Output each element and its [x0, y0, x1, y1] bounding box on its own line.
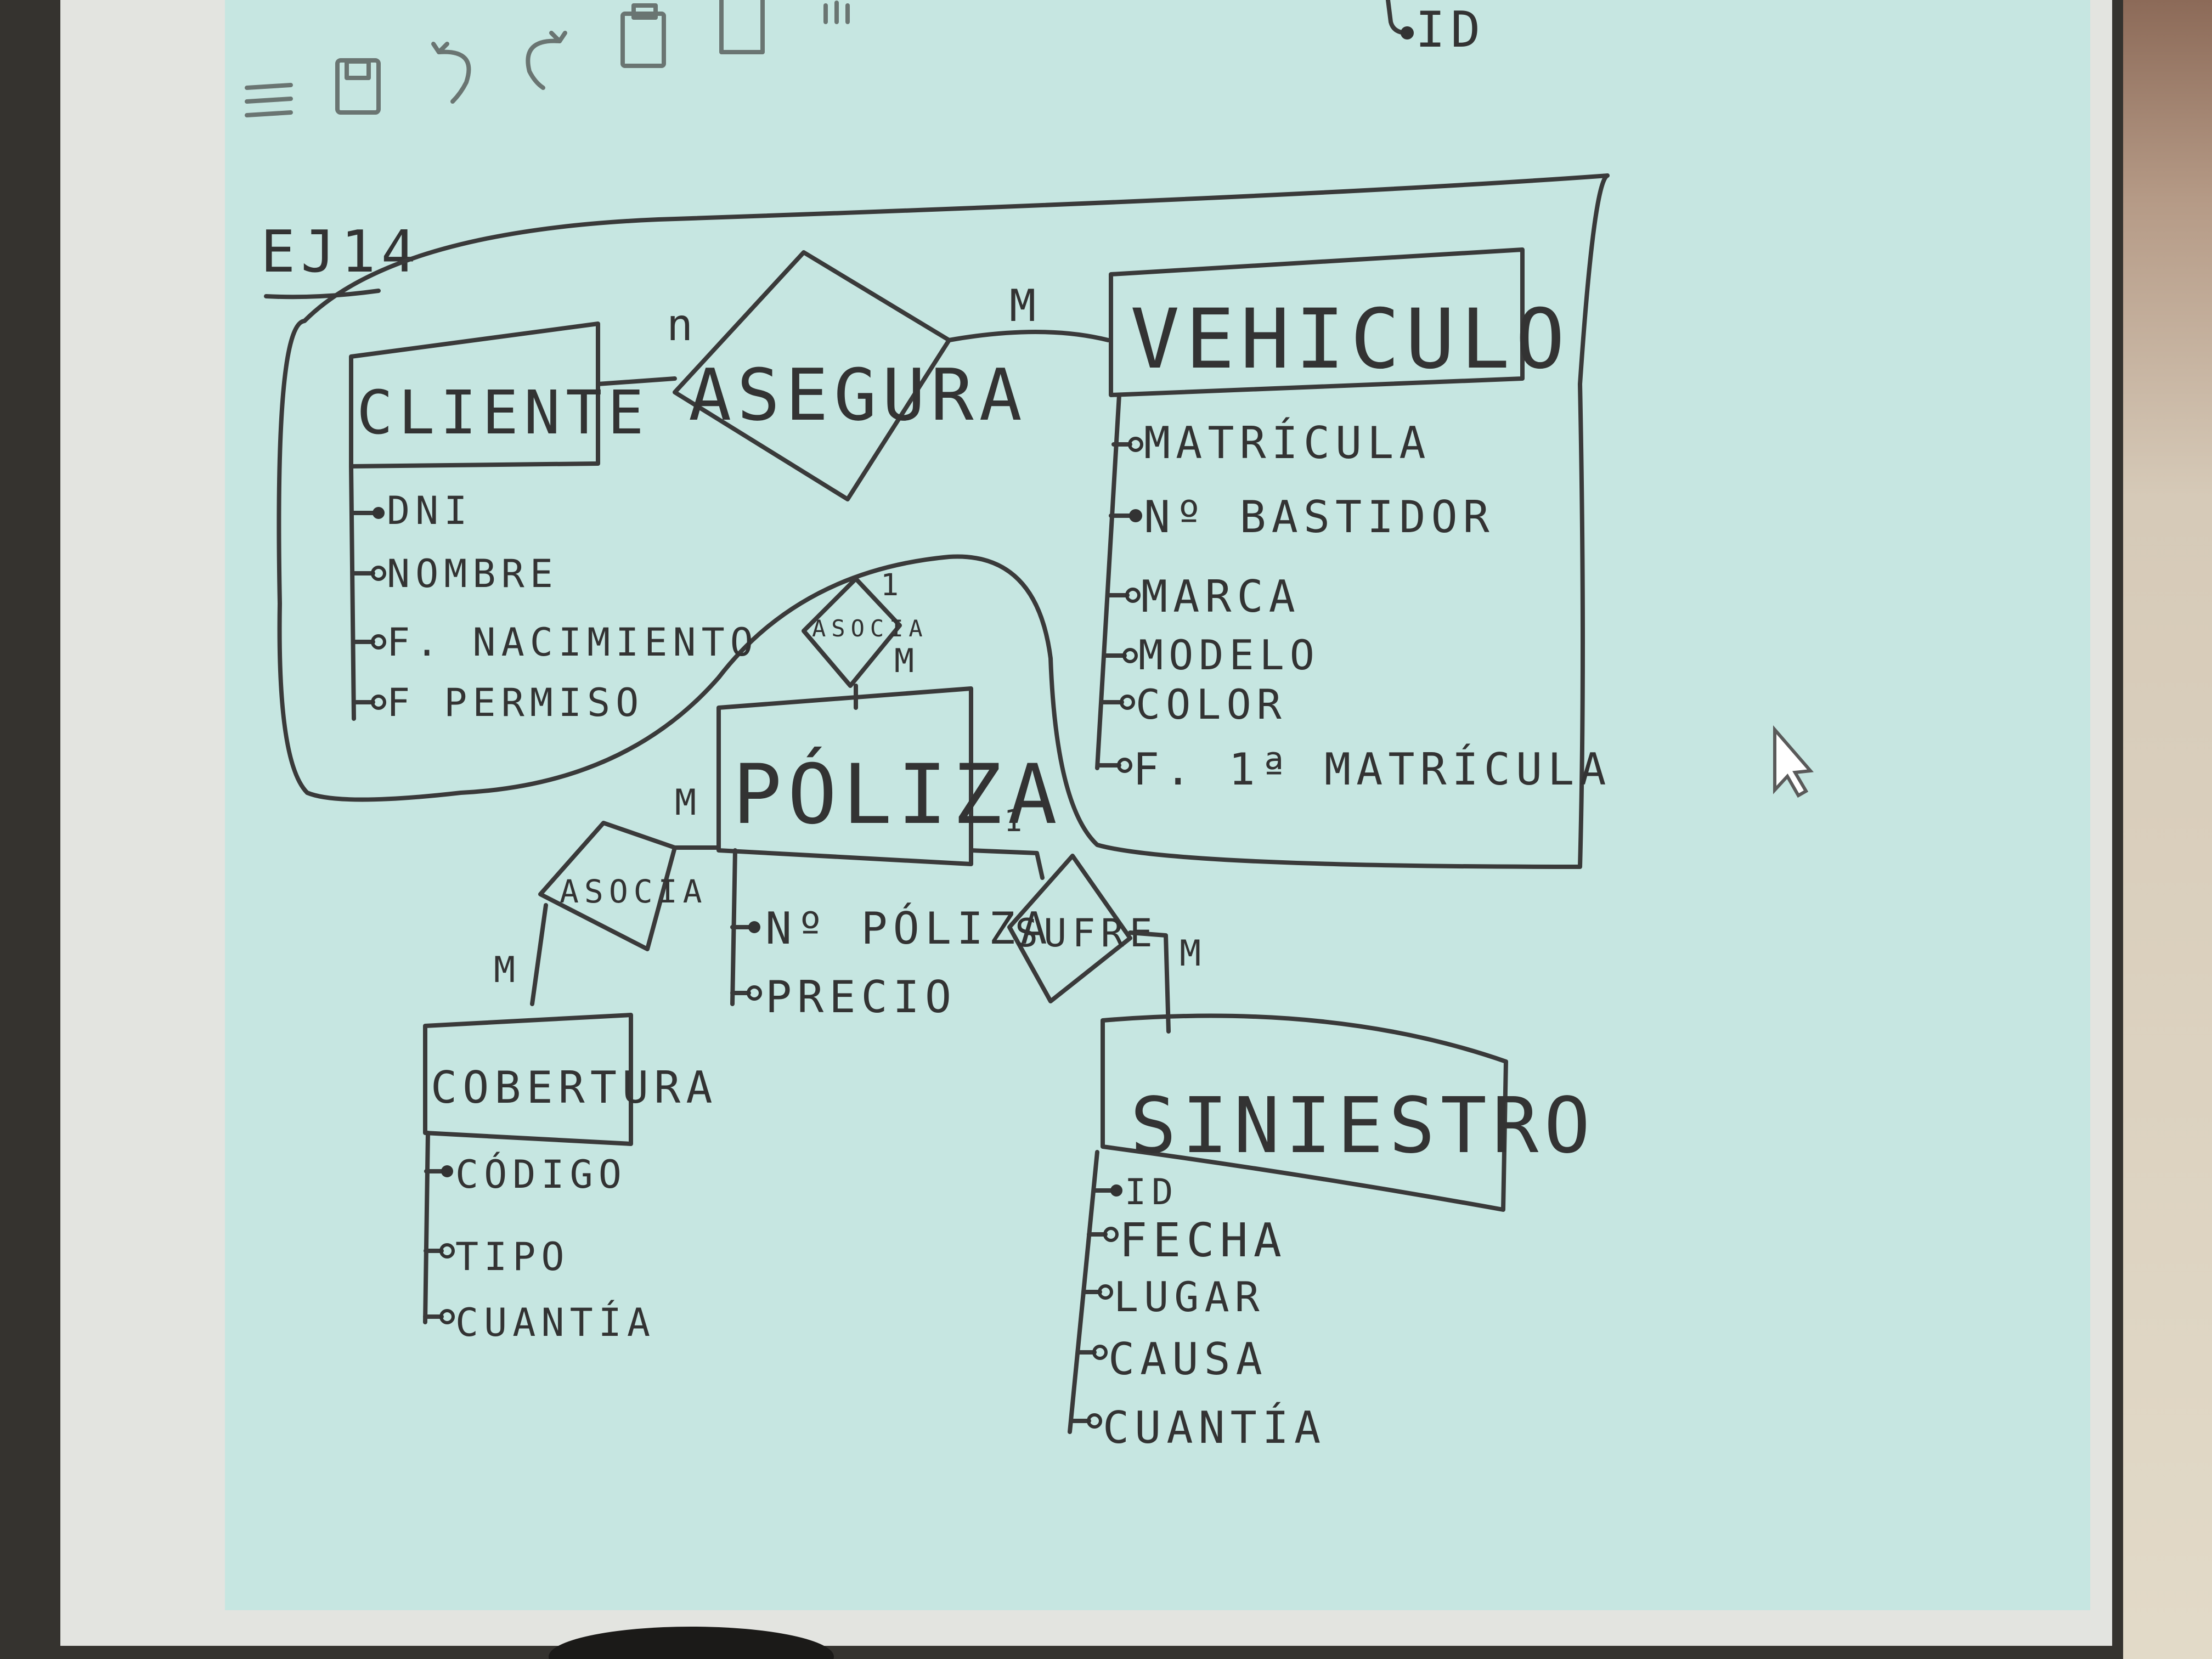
card-asocia-top: 1: [881, 567, 904, 602]
link-poliza-sufre: [969, 848, 1045, 880]
save-icon[interactable]: [335, 58, 381, 115]
relationship-asocia-cobertura[interactable]: ASOCIA: [538, 821, 708, 951]
attributes-vehiculo: MATRÍCULA Nº BASTIDOR MARCA MODELO COLOR…: [1095, 393, 1611, 795]
link-asocia-cobertura: [530, 903, 548, 1006]
title-underline: [264, 289, 381, 300]
attr-cliente-dni: DNI: [387, 488, 472, 533]
toolbar: [245, 0, 850, 117]
mouse-cursor-icon: [1773, 725, 1814, 798]
tool-icon[interactable]: [823, 1, 850, 24]
card-asocia-cob-poliza: M: [675, 782, 702, 823]
card-asocia-cob-cobertura: M: [494, 950, 521, 991]
attr-cobertura-cuantia: CUANTÍA: [455, 1300, 656, 1345]
attr-cobertura-codigo: CÓDIGO: [455, 1152, 627, 1197]
top-id-text: ID: [1415, 1, 1486, 59]
attr-vehiculo-primera-matricula: F. 1ª MATRÍCULA: [1133, 743, 1611, 795]
page-icon[interactable]: [719, 0, 765, 54]
attr-poliza-numero: Nº PÓLIZA: [765, 902, 1052, 954]
attr-siniestro-id: ID: [1125, 1172, 1178, 1213]
entity-cobertura-label: COBERTURA: [431, 1062, 718, 1113]
relationship-asegura-label: ASEGURA: [689, 353, 1028, 437]
top-id-label: ID: [1386, 0, 1486, 59]
card-sufre-poliza: 1: [1004, 803, 1028, 838]
attr-siniestro-fecha: FECHA: [1119, 1214, 1287, 1268]
whiteboard-canvas[interactable]: [225, 0, 2090, 1610]
attr-vehiculo-bastidor: Nº BASTIDOR: [1144, 492, 1495, 543]
card-asocia-poliza: M: [894, 642, 919, 680]
entity-poliza[interactable]: PÓLIZA: [716, 686, 1063, 866]
entity-cobertura[interactable]: COBERTURA: [423, 1013, 718, 1146]
entity-vehiculo-label: VEHICULO: [1130, 292, 1570, 387]
entity-vehiculo[interactable]: VEHICULO: [1109, 247, 1570, 397]
relationship-asocia-vehiculo[interactable]: ASOCIA: [802, 577, 928, 688]
attributes-cliente: DNI NOMBRE F. NACIMIENTO F PERMISO: [349, 464, 759, 725]
attr-poliza-precio: PRECIO: [765, 972, 957, 1023]
attr-vehiculo-matricula: MATRÍCULA: [1144, 417, 1431, 469]
attributes-cobertura: CÓDIGO TIPO CUANTÍA: [423, 1131, 656, 1345]
entity-poliza-label: PÓLIZA: [732, 747, 1063, 843]
attr-cliente-permiso: F PERMISO: [387, 680, 644, 725]
aggregation-boundary: [276, 173, 1610, 869]
redo-icon[interactable]: [526, 31, 567, 90]
attr-cliente-nacimiento: F. NACIMIENTO: [387, 620, 759, 665]
attr-cliente-nombre: NOMBRE: [387, 551, 558, 596]
attr-vehiculo-color: COLOR: [1136, 680, 1287, 729]
link-sufre-siniestro: [1128, 930, 1171, 1034]
menu-icon[interactable]: [245, 83, 293, 117]
attr-siniestro-cuantia: CUANTÍA: [1103, 1402, 1326, 1453]
relationship-asegura[interactable]: ASEGURA: [673, 250, 1028, 501]
entity-cliente-label: CLIENTE: [357, 377, 650, 448]
link-cliente-asegura: [596, 376, 677, 386]
attr-siniestro-lugar: LUGAR: [1114, 1273, 1265, 1321]
undo-icon[interactable]: [431, 42, 471, 104]
card-asegura-vehiculo: M: [1009, 280, 1041, 331]
clipboard-icon[interactable]: [620, 3, 666, 68]
attr-cobertura-tipo: TIPO: [455, 1234, 570, 1279]
attr-vehiculo-marca: MARCA: [1141, 571, 1301, 622]
attributes-poliza: Nº PÓLIZA PRECIO: [730, 848, 1052, 1023]
relationship-asocia-vehiculo-label: ASOCIA: [812, 615, 928, 642]
entity-cliente[interactable]: CLIENTE: [349, 321, 650, 469]
entity-siniestro-label: SINIESTRO: [1130, 1081, 1596, 1171]
attr-vehiculo-modelo: MODELO: [1138, 631, 1320, 679]
card-sufre-siniestro: M: [1180, 933, 1206, 974]
relationship-sufre[interactable]: SUFRE: [1007, 854, 1158, 1003]
entity-siniestro[interactable]: SINIESTRO: [1101, 1013, 1596, 1212]
card-asegura-cliente: n: [667, 300, 698, 351]
attributes-siniestro: ID FECHA LUGAR CAUSA CUANTÍA: [1068, 1150, 1326, 1453]
attr-siniestro-causa: CAUSA: [1108, 1334, 1268, 1385]
link-asegura-vehiculo: [947, 330, 1110, 342]
audience-head: [549, 1627, 834, 1659]
room-wall: [2123, 0, 2212, 1659]
diagram-title: EJ14: [261, 218, 421, 285]
relationship-asocia-cobertura-label: ASOCIA: [560, 873, 708, 910]
